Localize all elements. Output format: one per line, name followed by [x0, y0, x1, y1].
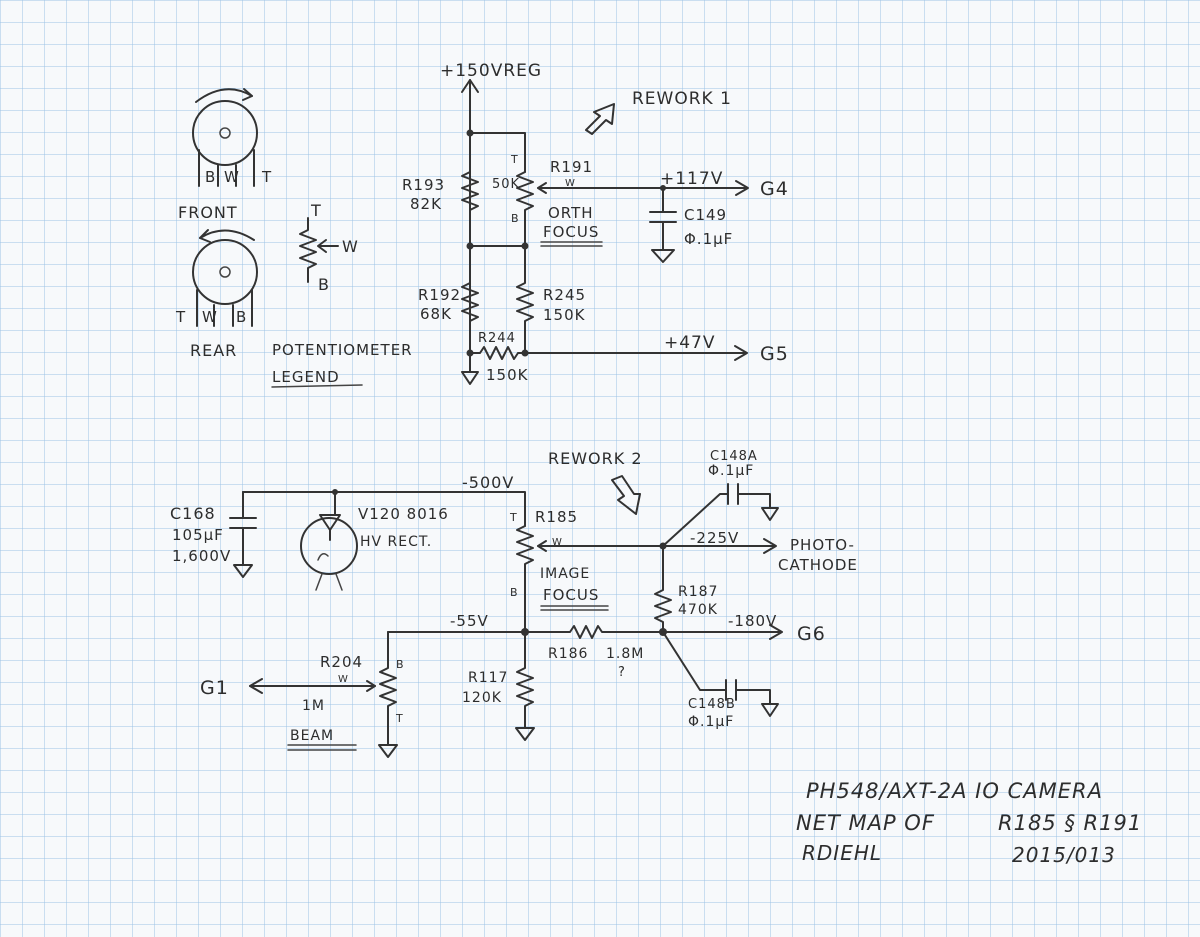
r191-w-label: W [565, 178, 576, 189]
title-author: RDIEHL [802, 841, 882, 865]
r185-label: R185 [535, 508, 578, 526]
front-b-label: B [205, 168, 216, 186]
r117-value: 120K [462, 690, 502, 706]
r186-value: 1.8M [606, 646, 644, 662]
net-g4-label: G4 [760, 178, 789, 200]
rail-150v-label: +150VREG [440, 61, 542, 81]
rail-47v-label: +47V [664, 333, 716, 353]
r204-w-label: W [338, 674, 349, 685]
c149-value: Φ.1μF [684, 230, 733, 248]
r186-question: ? [618, 665, 626, 680]
front-t-label: T [261, 168, 272, 186]
r187-label: R187 [678, 584, 718, 600]
r245-value: 150K [543, 306, 586, 324]
r192-label: R192 [418, 286, 461, 304]
r187-value: 470K [678, 602, 718, 618]
title-line-2b: R185 § R191 [998, 811, 1142, 835]
c168-value: 105μF [172, 526, 224, 544]
rear-b-label: B [236, 308, 247, 326]
c168-label: C168 [170, 504, 216, 523]
title-line-1: PH548/AXT-2A IO CAMERA [806, 779, 1103, 803]
net-g6-label: G6 [797, 623, 826, 645]
r185-b-label: B [510, 586, 519, 599]
r185-w-label: W [552, 537, 563, 548]
rear-label: REAR [190, 341, 237, 360]
front-label: FRONT [178, 203, 238, 222]
c168-voltage: 1,600V [172, 547, 231, 565]
r204-t-label: T [395, 712, 404, 725]
c148b-label: C148B [688, 697, 736, 712]
beam-label: BEAM [290, 728, 334, 744]
rework-1-circuit: +150VREG R193 82K T B W 50K R191 ORTH FO… [402, 61, 789, 385]
c148b-value: Φ.1μF [688, 714, 734, 730]
rail-117v-label: +117V [660, 169, 723, 189]
r186-label: R186 [548, 646, 588, 662]
image-focus-line1: IMAGE [540, 566, 590, 582]
image-focus-line2: FOCUS [543, 586, 599, 604]
legend-symbol-b: B [318, 275, 330, 294]
net-g5-label: G5 [760, 343, 789, 365]
r117-label: R117 [468, 670, 508, 686]
legend-symbol-t: T [310, 201, 322, 220]
r191-label: R191 [550, 158, 593, 176]
rail-225v-label: -225V [690, 529, 739, 547]
rail-500v-label: -500V [462, 473, 514, 492]
title-block: PH548/AXT-2A IO CAMERA NET MAP OF R185 §… [796, 779, 1142, 867]
c148a-label: C148A [710, 449, 758, 464]
legend-symbol-w: W [342, 237, 359, 256]
r185-t-label: T [509, 511, 518, 524]
r244-value: 150K [486, 366, 529, 384]
v120-desc: HV RECT. [360, 534, 432, 550]
rear-w-label: W [202, 308, 218, 326]
net-g1-label: G1 [200, 677, 229, 699]
r244-label: R244 [478, 331, 516, 346]
legend-title-line2: LEGEND [272, 368, 340, 386]
r191-b-label: B [511, 212, 520, 225]
front-w-label: W [224, 168, 240, 186]
rear-t-label: T [175, 308, 186, 326]
potentiometer-legend: B W T FRONT T W B REAR T W B POTENTIOMET… [175, 88, 413, 388]
r193-label: R193 [402, 176, 445, 194]
orth-focus-line1: ORTH [548, 204, 594, 222]
r191-value: 50K [492, 177, 520, 192]
rework-2-label: REWORK 2 [548, 449, 643, 468]
rail-180v-label: -180V [728, 612, 777, 630]
rework-1-label: REWORK 1 [632, 89, 732, 109]
r191-t-label: T [510, 153, 519, 166]
rail-55v-label: -55V [450, 612, 489, 630]
legend-title-line1: POTENTIOMETER [272, 341, 413, 359]
c148a-value: Φ.1μF [708, 463, 754, 479]
title-line-2a: NET MAP OF [796, 811, 935, 835]
orth-focus-line2: FOCUS [543, 223, 599, 241]
photocathode-line2: CATHODE [778, 556, 858, 574]
r245-label: R245 [543, 286, 586, 304]
v120-label: V120 8016 [358, 505, 449, 523]
r192-value: 68K [420, 305, 452, 323]
photocathode-line1: PHOTO- [790, 536, 855, 554]
r204-label: R204 [320, 653, 363, 671]
r204-value: 1M [302, 698, 325, 714]
c149-label: C149 [684, 206, 727, 224]
r204-b-label: B [396, 658, 405, 671]
title-date: 2015/013 [1012, 843, 1116, 867]
rework-2-circuit: -500V C168 105μF 1,600V V120 8016 HV REC… [170, 449, 858, 758]
r193-value: 82K [410, 195, 442, 213]
